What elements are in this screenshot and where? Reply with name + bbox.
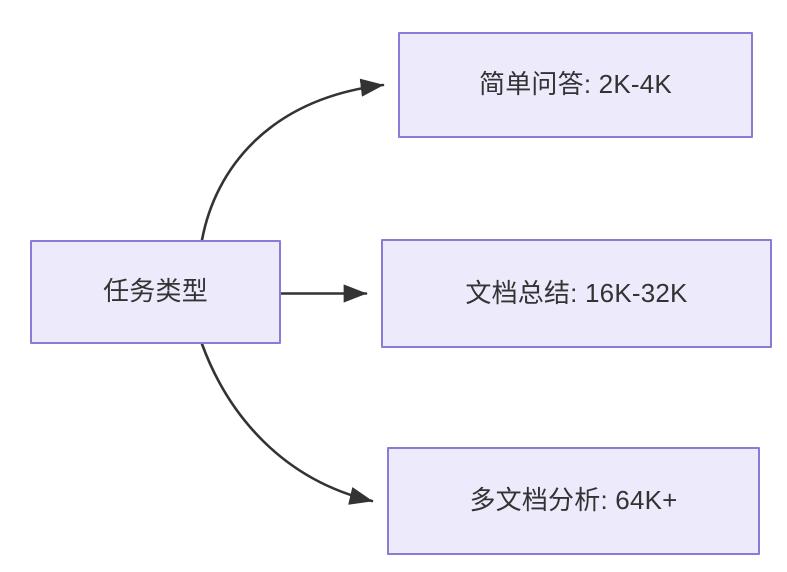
node-simple-qa-label: 简单问答: 2K-4K bbox=[479, 69, 672, 100]
node-simple-qa[interactable]: 简单问答: 2K-4K bbox=[398, 32, 753, 138]
edge-to-simple-qa bbox=[200, 78, 385, 242]
node-doc-summary[interactable]: 文档总结: 16K-32K bbox=[381, 239, 772, 348]
node-task-type[interactable]: 任务类型 bbox=[30, 240, 281, 344]
edge-to-multi-doc bbox=[200, 342, 374, 505]
node-multi-doc[interactable]: 多文档分析: 64K+ bbox=[387, 447, 760, 555]
node-doc-summary-label: 文档总结: 16K-32K bbox=[465, 277, 688, 308]
node-multi-doc-label: 多文档分析: 64K+ bbox=[469, 485, 678, 516]
node-task-type-label: 任务类型 bbox=[103, 276, 208, 307]
